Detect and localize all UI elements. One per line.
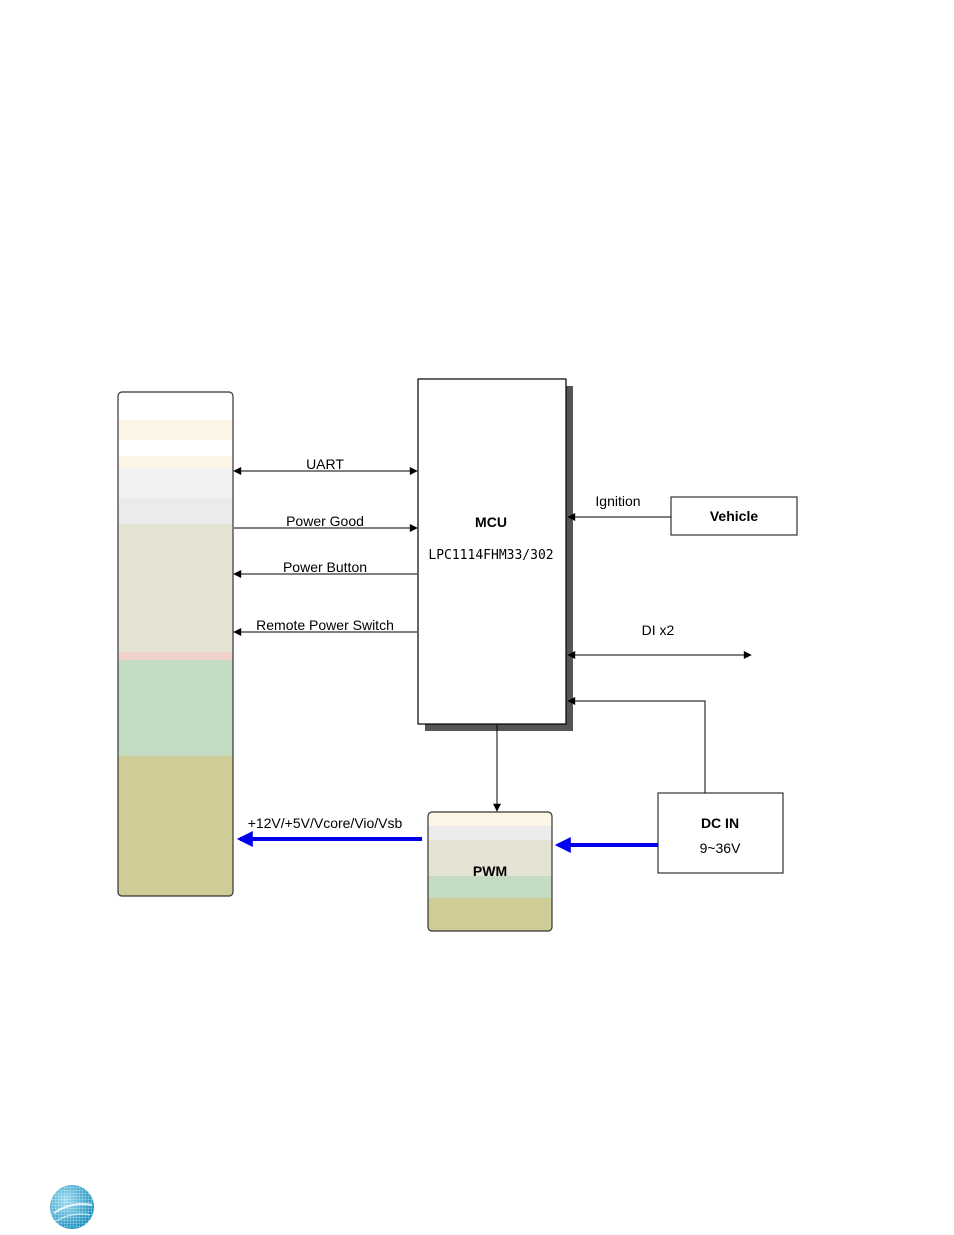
- power-button-signal: Power Button: [233, 559, 417, 578]
- dc-in-block: DC IN 9~36V: [657, 792, 784, 874]
- remote-power-switch-signal: Remote Power Switch: [233, 617, 417, 636]
- power-good-signal: Power Good: [234, 513, 418, 532]
- di-label: DI x2: [642, 622, 675, 638]
- dc-in-title: DC IN: [701, 815, 739, 831]
- power-good-label: Power Good: [286, 513, 364, 529]
- pwm-label: PWM: [473, 863, 507, 879]
- mcu-part-number: LPC1114FHM33/302: [428, 548, 553, 563]
- mcu-title: MCU: [475, 514, 507, 530]
- power-rails-label: +12V/+5V/Vcore/Vio/Vsb: [248, 815, 403, 831]
- di-signal: DI x2: [567, 622, 752, 659]
- pwm-block: PWM: [427, 811, 553, 932]
- vehicle-block: Vehicle: [670, 496, 798, 536]
- dc-in-range: 9~36V: [700, 840, 742, 856]
- company-globe-icon: [50, 1185, 94, 1229]
- system-block: [117, 391, 234, 897]
- ignition-signal: Ignition: [567, 493, 671, 521]
- ignition-label: Ignition: [595, 493, 640, 509]
- uart-signal: UART: [233, 456, 418, 475]
- power-rails-arrow: +12V/+5V/Vcore/Vio/Vsb: [236, 815, 422, 847]
- remote-power-switch-label: Remote Power Switch: [256, 617, 394, 633]
- power-button-label: Power Button: [283, 559, 367, 575]
- uart-label: UART: [306, 456, 344, 472]
- dc-in-to-mcu-line: [567, 697, 706, 793]
- vehicle-label: Vehicle: [710, 508, 758, 524]
- mcu-block: MCU LPC1114FHM33/302: [417, 378, 573, 731]
